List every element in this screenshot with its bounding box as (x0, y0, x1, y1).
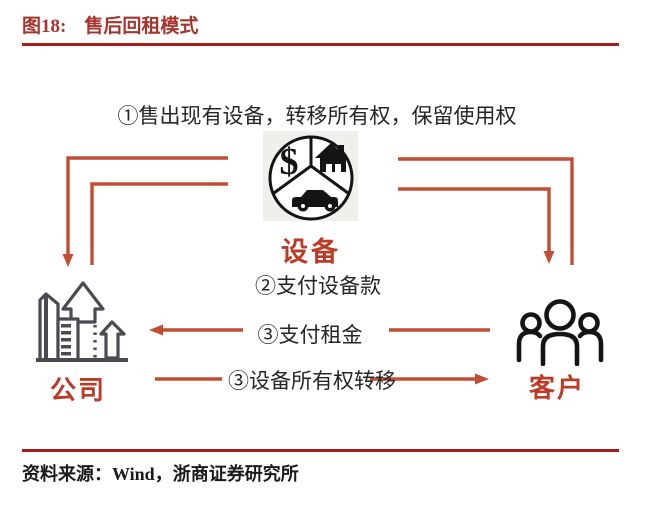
footer-rule (22, 449, 619, 452)
house-icon (315, 143, 347, 172)
line-device-to-customer-outer (398, 157, 574, 265)
device-icon: $ (263, 131, 358, 221)
dollar-icon: $ (280, 141, 299, 183)
car-icon (292, 190, 338, 212)
device-label: 设备 (281, 237, 341, 267)
money-house-car-pie-icon: $ (268, 135, 354, 221)
buildings-growth-arrow-icon (36, 281, 128, 362)
customer-label: 客户 (528, 374, 585, 403)
company-label: 公司 (49, 376, 106, 405)
source-text: 资料来源：Wind，浙商证券研究所 (22, 464, 299, 484)
step1-text: ①售出现有设备，转移所有权，保留使用权 (117, 104, 517, 128)
step3-rent-text: ③支付租金 (257, 323, 363, 347)
figure-header: 图18: 售后回租模式 (22, 11, 198, 38)
company-icon (34, 278, 130, 364)
step2-text: ②支付设备款 (255, 274, 381, 298)
figure-title: 售后回租模式 (84, 16, 199, 37)
arrow-device-to-company-outer (62, 156, 228, 267)
line-company-to-device-inner (90, 182, 228, 265)
step3-transfer-text: ③设备所有权转移 (228, 369, 396, 393)
figure-number-label: 图18: (22, 16, 67, 37)
arrow-device-to-customer-inner (398, 187, 555, 264)
customer-icon (516, 298, 604, 367)
header-rule (22, 43, 619, 46)
people-group-icon (516, 299, 604, 367)
